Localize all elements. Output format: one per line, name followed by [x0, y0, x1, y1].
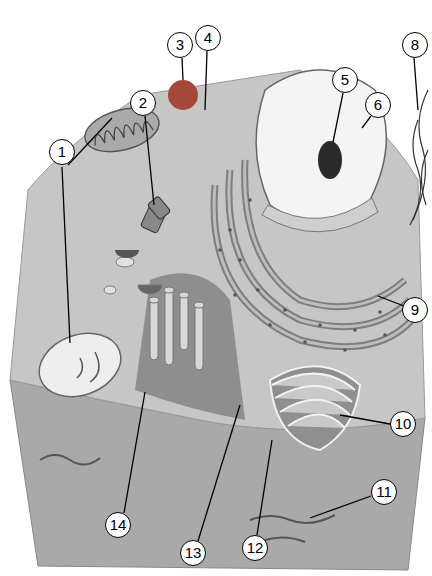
- callout-number: 11: [371, 479, 397, 505]
- callout-number: 4: [195, 25, 221, 51]
- callout-number: 2: [130, 90, 156, 116]
- callout-number: 12: [242, 535, 268, 561]
- callout-number: 8: [402, 32, 428, 58]
- callout-number: 6: [365, 92, 391, 118]
- callout-number: 14: [105, 512, 131, 538]
- callout-number: 9: [402, 297, 428, 323]
- callout-number: 5: [332, 67, 358, 93]
- callout-number: 13: [180, 540, 206, 566]
- callout-number: 3: [167, 32, 193, 58]
- callout-number: 1: [49, 139, 75, 165]
- callout-number: 10: [390, 411, 416, 437]
